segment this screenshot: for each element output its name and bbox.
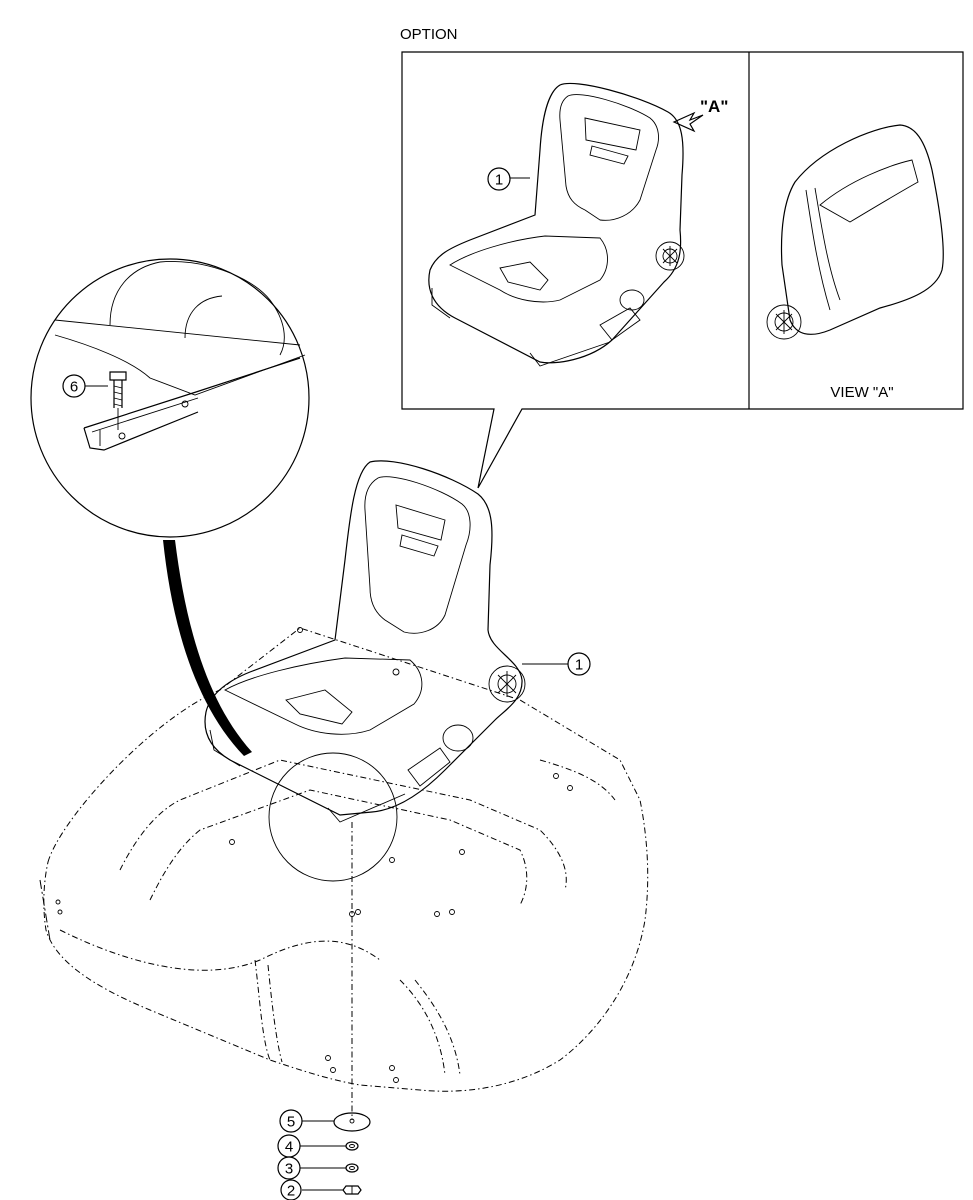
callout-4-washer: 4 [277, 1134, 301, 1158]
nut [342, 1185, 362, 1195]
callout-6-bolt: 6 [62, 374, 86, 398]
view-a-label: VIEW "A" [830, 384, 893, 401]
arrow-a-label: "A" [700, 97, 728, 116]
callout-3-washer: 3 [277, 1156, 301, 1180]
view-a-arrow: "A" [672, 97, 728, 133]
base-hood [39, 627, 649, 1092]
view-a-drawing [766, 124, 944, 340]
detail-circle [30, 258, 310, 538]
callout-1-main: 1 [567, 652, 591, 676]
svg-text:1: 1 [575, 657, 583, 674]
option-seat-drawing [428, 82, 685, 367]
svg-text:4: 4 [285, 1139, 293, 1156]
main-seat-drawing [204, 460, 526, 823]
mount-circle [268, 752, 398, 882]
callout-1-option: 1 [487, 167, 511, 191]
option-panel [401, 51, 964, 489]
washer-3 [345, 1163, 359, 1173]
svg-text:6: 6 [70, 379, 78, 396]
svg-text:3: 3 [285, 1161, 293, 1178]
svg-text:1: 1 [495, 172, 503, 189]
svg-text:2: 2 [287, 1183, 295, 1200]
svg-text:5: 5 [287, 1114, 295, 1131]
washer-large [333, 1112, 371, 1132]
washer-4 [345, 1141, 359, 1151]
callout-5-washer: 5 [279, 1109, 303, 1133]
detail-leader [163, 540, 252, 756]
callout-2-nut: 2 [280, 1179, 302, 1200]
option-label: OPTION [400, 26, 458, 43]
